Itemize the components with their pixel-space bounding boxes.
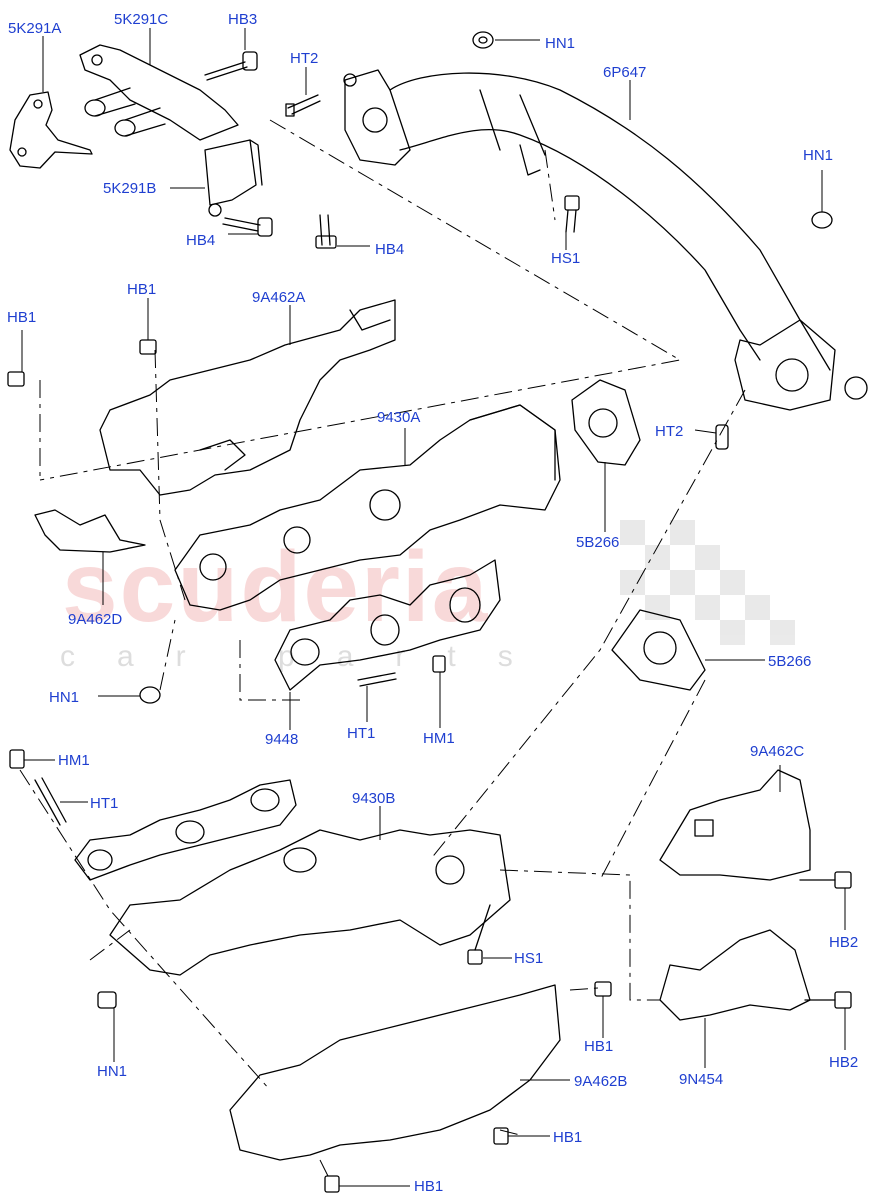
part-heat-shield-9a462a bbox=[99, 299, 396, 496]
alignment-lines bbox=[19, 119, 746, 1181]
part-gasket-5b266-upper bbox=[571, 379, 641, 466]
callout-9a462a: 9A462A bbox=[252, 289, 306, 306]
part-heat-shield-9a462b bbox=[229, 984, 561, 1161]
callout-5k291b: 5K291B bbox=[103, 180, 157, 197]
callout-5k291c: 5K291C bbox=[114, 11, 169, 28]
part-bracket-9n454 bbox=[659, 929, 811, 1021]
callout-9a462b: 9A462B bbox=[574, 1073, 628, 1090]
callout-9448: 9448 bbox=[265, 731, 299, 748]
checkered-flag-watermark bbox=[620, 520, 795, 645]
part-screw-hs1-upper bbox=[564, 195, 580, 233]
part-gasket-9448-upper bbox=[274, 559, 501, 691]
part-stud-ht1-middle bbox=[357, 672, 397, 687]
callout-9a462c: 9A462C bbox=[750, 743, 805, 760]
part-bolts-hb1-left bbox=[7, 339, 157, 387]
part-bracket-5k291a bbox=[9, 91, 93, 169]
callout-hb1-upper-left: HB1 bbox=[7, 309, 37, 326]
part-nut-hn1-top bbox=[472, 31, 494, 49]
callout-hn1-top: HN1 bbox=[545, 35, 576, 52]
callout-hn1-lower: HN1 bbox=[97, 1063, 128, 1080]
callout-ht1-left: HT1 bbox=[90, 795, 119, 812]
part-gasket-5b266-lower bbox=[611, 609, 706, 691]
part-stud-ht2-upper bbox=[285, 94, 321, 117]
callout-hm1-middle: HM1 bbox=[423, 730, 455, 747]
part-bolts-hb4 bbox=[222, 214, 337, 249]
callout-hb1-bottom-right: HB1 bbox=[553, 1129, 583, 1146]
part-manifold-9430a bbox=[174, 404, 561, 611]
callout-hn1-middle: HN1 bbox=[49, 689, 80, 706]
part-gasket-9448-lower bbox=[74, 779, 297, 881]
callout-hs1-upper: HS1 bbox=[551, 250, 581, 267]
callout-5b266-upper: 5B266 bbox=[576, 534, 620, 551]
callout-9430b: 9430B bbox=[352, 790, 396, 807]
part-pipe-6p647 bbox=[343, 69, 868, 411]
callout-hm1-left: HM1 bbox=[58, 752, 90, 769]
watermark-brand: scuderia bbox=[62, 531, 490, 643]
part-nut-hm1-middle bbox=[432, 655, 446, 673]
callout-9430a: 9430A bbox=[377, 409, 421, 426]
callout-hb1-upper-mid: HB1 bbox=[127, 281, 157, 298]
callout-hb4-left: HB4 bbox=[186, 232, 216, 249]
callout-hb2-upper: HB2 bbox=[829, 934, 859, 951]
part-bracket-5k291b bbox=[204, 139, 263, 217]
part-nut-hm1-lower bbox=[9, 749, 25, 769]
callout-ht1-middle: HT1 bbox=[347, 725, 376, 742]
callout-hs1-lower: HS1 bbox=[514, 950, 544, 967]
callout-9n454: 9N454 bbox=[679, 1071, 724, 1088]
callout-5b266-lower: 5B266 bbox=[768, 653, 812, 670]
callout-hb4-right: HB4 bbox=[375, 241, 405, 258]
part-nut-hn1-lower bbox=[97, 991, 117, 1009]
callout-5k291a: 5K291A bbox=[8, 20, 62, 37]
callout-hn1-right: HN1 bbox=[803, 147, 834, 164]
part-bracket-5k291c bbox=[79, 44, 239, 141]
part-stud-ht1-lower bbox=[34, 777, 67, 826]
callout-ht2-right: HT2 bbox=[655, 423, 684, 440]
part-bolt-hb3 bbox=[204, 51, 258, 81]
leader-lines bbox=[21, 28, 846, 1187]
part-screw-hs1-lower bbox=[467, 904, 491, 965]
part-stud-ht2-right bbox=[715, 424, 729, 450]
callout-hb1-bottom: HB1 bbox=[414, 1178, 444, 1195]
callout-hb1-right: HB1 bbox=[584, 1038, 614, 1055]
callout-hb3: HB3 bbox=[228, 11, 258, 28]
part-bracket-9a462d bbox=[34, 509, 146, 553]
part-heat-shield-9a462c bbox=[659, 769, 811, 881]
part-manifold-9430b bbox=[109, 829, 511, 976]
callout-ht2-upper: HT2 bbox=[290, 50, 319, 67]
callout-9a462d: 9A462D bbox=[68, 611, 123, 628]
part-bolt-hb1-right bbox=[594, 981, 612, 997]
callout-6p647: 6P647 bbox=[603, 64, 647, 81]
part-nut-hn1-middle bbox=[139, 686, 161, 704]
callout-hb2-lower: HB2 bbox=[829, 1054, 859, 1071]
part-nut-hn1-right bbox=[811, 211, 833, 229]
